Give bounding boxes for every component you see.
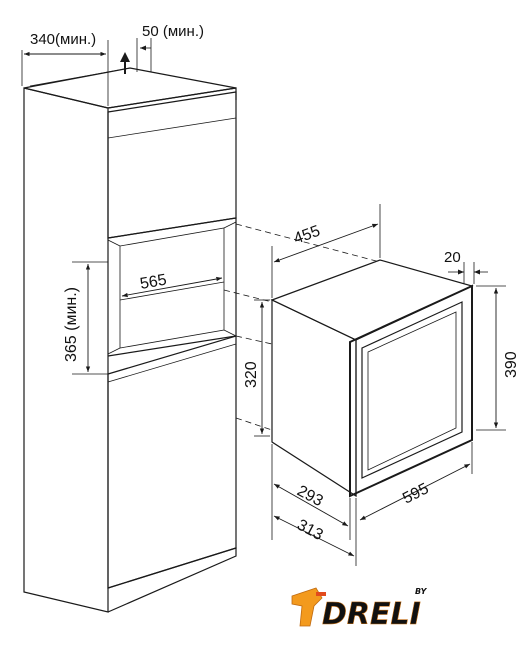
front-width-arrow — [359, 463, 471, 521]
niche-width-arrow — [121, 276, 223, 298]
niche-width-label: 565 — [139, 272, 168, 293]
oven — [270, 259, 474, 498]
depth-inner-label: 293 — [294, 483, 326, 511]
oven-width-arrow — [273, 223, 379, 263]
niche-back — [119, 227, 225, 349]
dreli-logo: DRELI BY — [291, 587, 428, 632]
cabinet-upper-door — [107, 91, 237, 239]
front-width-label: 595 — [400, 480, 432, 507]
cabinet-top — [23, 67, 237, 109]
logo-text: DRELI — [322, 597, 421, 632]
cabinet-niche — [107, 217, 237, 357]
cabinet-front-top-edge — [107, 87, 237, 109]
airflow-arrow-head — [120, 52, 130, 62]
niche-dimensions: 365 (мин.) 565 — [63, 261, 223, 375]
cabinet-plinth — [107, 547, 237, 613]
cabinet-depth-label: 340(мин.) — [30, 31, 96, 48]
ventilation-gap-label: 50 (мин.) — [142, 23, 204, 40]
oven-door-glass — [361, 301, 463, 479]
oven-width-label: 455 — [292, 223, 323, 248]
niche-height-label: 365 (мин.) — [63, 287, 80, 362]
front-height-label: 390 — [503, 351, 520, 378]
oven-height-label: 320 — [243, 361, 260, 388]
cabinet-lower-door — [107, 335, 237, 589]
top-dimensions: 340(мин.) 50 (мин.) — [21, 23, 204, 106]
front-thickness-label: 20 — [444, 249, 461, 266]
drill-icon — [291, 587, 326, 627]
cabinet — [23, 67, 237, 613]
logo-superscript: BY — [415, 587, 428, 596]
depth-outer-arrow — [273, 515, 355, 557]
oven-side — [271, 299, 357, 498]
oven-dimensions: 455 320 20 390 293 313 595 — [243, 204, 520, 566]
oven-front-frame — [349, 284, 473, 498]
